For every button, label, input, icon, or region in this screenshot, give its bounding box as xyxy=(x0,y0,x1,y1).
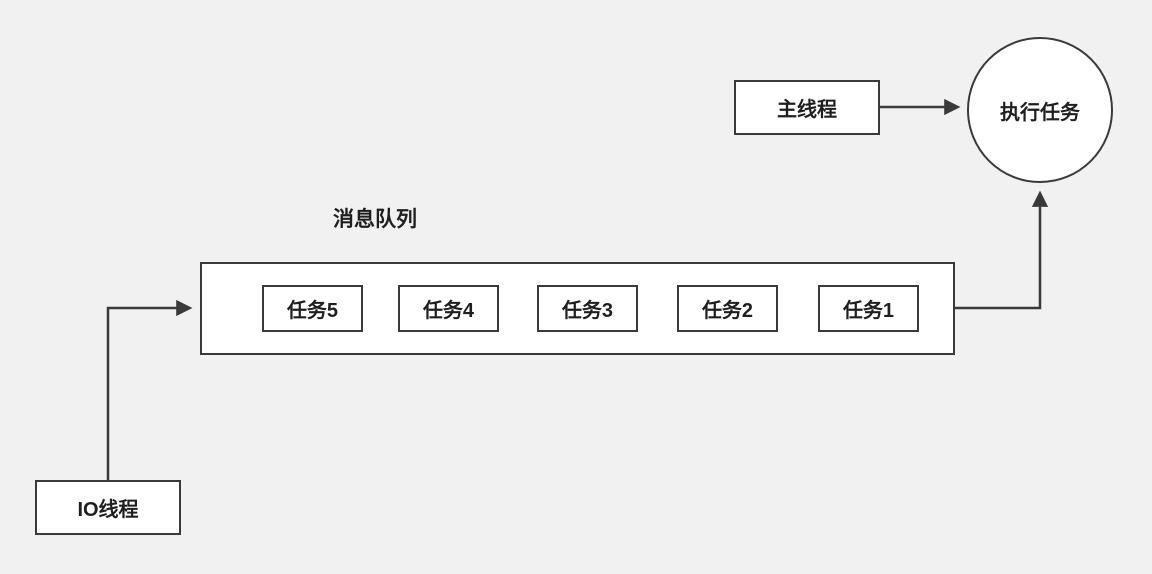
task-1-label: 任务1 xyxy=(842,300,895,322)
task-node-3: 任务3 xyxy=(537,285,638,332)
main-thread-node: 主线程 xyxy=(734,80,880,135)
execute-task-node: 执行任务 xyxy=(967,37,1113,183)
io-thread-label: IO线程 xyxy=(77,499,139,521)
task-node-2: 任务2 xyxy=(677,285,778,332)
io-thread-node: IO线程 xyxy=(35,480,181,535)
task-node-5: 任务5 xyxy=(262,285,363,332)
message-queue-title: 消息队列 xyxy=(333,208,417,231)
execute-task-label: 执行任务 xyxy=(1000,101,1080,124)
task-5-label: 任务5 xyxy=(286,300,339,322)
arrow-queue-to-execute xyxy=(954,190,1049,310)
task-node-4: 任务4 xyxy=(398,285,499,332)
main-thread-label: 主线程 xyxy=(777,99,837,121)
task-2-label: 任务2 xyxy=(701,300,754,322)
arrow-io-thread-to-queue xyxy=(106,299,193,480)
task-4-label: 任务4 xyxy=(422,300,475,322)
task-3-label: 任务3 xyxy=(561,300,614,322)
task-node-1: 任务1 xyxy=(818,285,919,332)
